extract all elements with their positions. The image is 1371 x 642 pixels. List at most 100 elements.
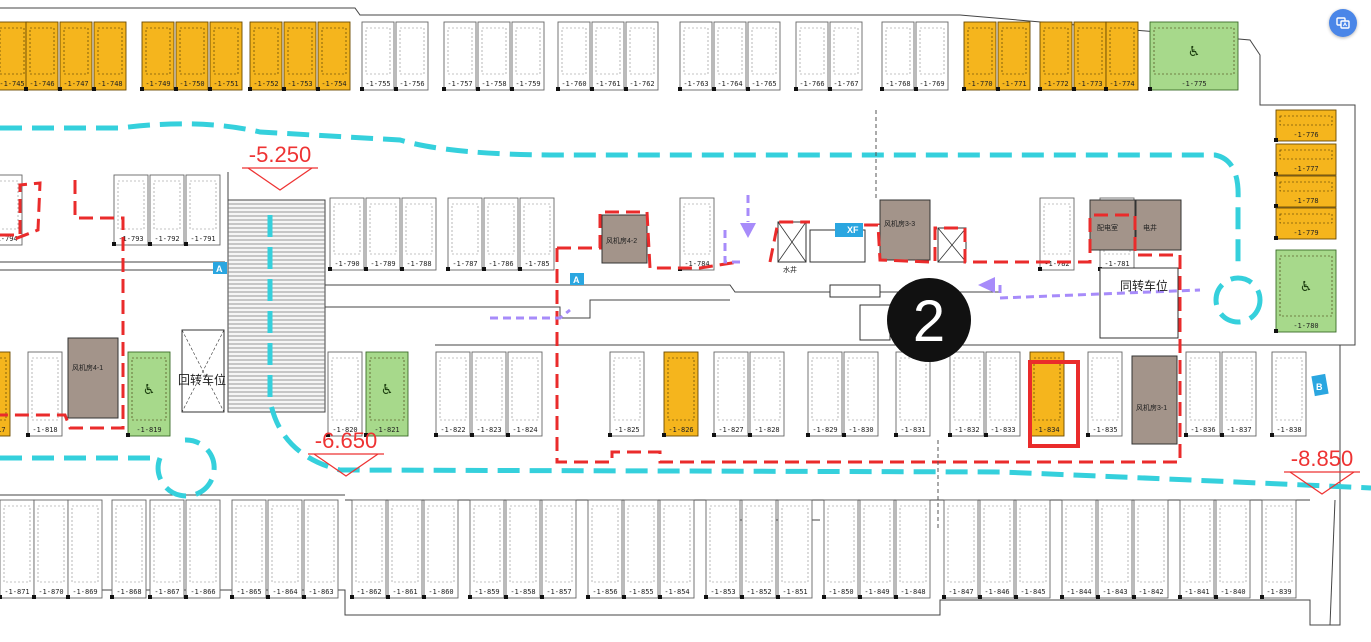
parking-slot[interactable]: -1-749 <box>140 21 175 91</box>
parking-slot[interactable]: -1-866 <box>184 499 221 599</box>
parking-slot[interactable]: -1-848 <box>894 499 931 599</box>
parking-slot[interactable]: -1-840 <box>1214 499 1251 599</box>
parking-slot[interactable]: -1-860 <box>422 499 459 599</box>
parking-slot[interactable]: -1-865 <box>230 499 267 599</box>
parking-slot[interactable]: -1-767 <box>828 21 863 91</box>
parking-slot[interactable]: -1-853 <box>704 499 741 599</box>
parking-slot[interactable]: -1-764 <box>712 21 747 91</box>
parking-slot[interactable]: -1-841 <box>1178 499 1215 599</box>
parking-slot[interactable]: -1-863 <box>302 499 339 599</box>
parking-slot[interactable]: ♿-1-821 <box>364 351 409 437</box>
parking-slot[interactable]: -1-746 <box>24 21 59 91</box>
parking-slot[interactable]: -1-852 <box>740 499 777 599</box>
parking-slot[interactable]: -1-868 <box>110 499 147 599</box>
parking-slot[interactable]: -1-785 <box>518 197 555 271</box>
parking-slot[interactable]: -1-752 <box>248 21 283 91</box>
parking-slot[interactable]: -1-837 <box>1220 351 1257 437</box>
parking-slot[interactable]: -1-861 <box>386 499 423 599</box>
parking-slot[interactable]: -1-755 <box>360 21 395 91</box>
parking-slot[interactable]: -1-770 <box>962 21 997 91</box>
parking-slot[interactable]: -1-753 <box>282 21 317 91</box>
parking-slot[interactable]: -1-867 <box>148 499 185 599</box>
parking-slot[interactable]: -1-779 <box>1274 207 1337 240</box>
parking-slot[interactable]: -1-824 <box>506 351 543 437</box>
parking-slot[interactable]: -1-791 <box>184 174 221 246</box>
parking-slot[interactable]: -1-745 <box>0 21 29 91</box>
parking-slot[interactable]: -1-751 <box>208 21 243 91</box>
parking-slot[interactable]: -1-766 <box>794 21 829 91</box>
parking-slot[interactable]: -1-858 <box>504 499 541 599</box>
parking-slot[interactable]: -1-777 <box>1274 143 1337 176</box>
parking-slot[interactable]: -1-835 <box>1086 351 1123 437</box>
zone-marker[interactable] <box>887 278 971 362</box>
parking-slot[interactable]: -1-832 <box>948 351 985 437</box>
parking-slot[interactable]: -1-794 <box>0 174 23 246</box>
parking-slot[interactable]: -1-831 <box>894 351 931 437</box>
floating-translate-button[interactable] <box>1329 9 1357 37</box>
parking-slot[interactable]: -1-855 <box>622 499 659 599</box>
parking-slot[interactable]: -1-789 <box>364 197 401 271</box>
parking-slot[interactable]: -1-844 <box>1060 499 1097 599</box>
parking-slot[interactable]: -1-793 <box>112 174 149 246</box>
parking-slot[interactable]: -1-761 <box>590 21 625 91</box>
parking-slot[interactable]: -1-788 <box>400 197 437 271</box>
parking-slot[interactable]: -1-771 <box>996 21 1031 91</box>
parking-slot[interactable]: -1-871 <box>0 499 35 599</box>
parking-slot[interactable]: -1-826 <box>662 351 699 437</box>
parking-slot[interactable]: -1-762 <box>624 21 659 91</box>
parking-slot[interactable]: -1-754 <box>316 21 351 91</box>
parking-slot[interactable]: -1-839 <box>1260 499 1297 599</box>
parking-slot[interactable]: -1-760 <box>556 21 591 91</box>
parking-slot[interactable]: -1-758 <box>476 21 511 91</box>
parking-slot[interactable]: -1-845 <box>1014 499 1051 599</box>
parking-slot[interactable]: -1-828 <box>748 351 785 437</box>
parking-slot[interactable]: ♿-1-780 <box>1274 249 1337 333</box>
parking-slot[interactable]: -1-830 <box>842 351 879 437</box>
parking-slot[interactable]: ♿-1-775 <box>1148 21 1239 91</box>
parking-slot[interactable]: -1-774 <box>1104 21 1139 91</box>
parking-slot[interactable]: -1-822 <box>434 351 471 437</box>
parking-slot[interactable]: -1-869 <box>66 499 103 599</box>
parking-slot[interactable]: -1-782 <box>1038 197 1075 271</box>
parking-slot[interactable]: -1-870 <box>32 499 69 599</box>
parking-slot[interactable]: -1-833 <box>984 351 1021 437</box>
parking-slot[interactable]: -1-854 <box>658 499 695 599</box>
parking-slot[interactable]: -1-765 <box>746 21 781 91</box>
parking-slot[interactable]: -1-829 <box>806 351 843 437</box>
parking-slot[interactable]: -1-825 <box>608 351 645 437</box>
parking-slot[interactable]: -1-787 <box>446 197 483 271</box>
parking-slot[interactable]: -1-849 <box>858 499 895 599</box>
parking-slot[interactable]: -1-776 <box>1274 109 1337 142</box>
parking-slot[interactable]: -1-838 <box>1270 351 1307 437</box>
parking-slot[interactable]: -1-786 <box>482 197 519 271</box>
parking-slot[interactable]: -1-820 <box>326 351 363 437</box>
parking-slot[interactable]: -1-750 <box>174 21 209 91</box>
parking-slot[interactable]: -1-862 <box>350 499 387 599</box>
parking-slot[interactable]: -1-823 <box>470 351 507 437</box>
parking-slot[interactable]: -1-842 <box>1132 499 1169 599</box>
parking-slot[interactable]: -1-756 <box>394 21 429 91</box>
parking-slot[interactable]: -1-778 <box>1274 175 1337 208</box>
parking-slot[interactable]: -1-859 <box>468 499 505 599</box>
parking-slot[interactable]: -1-851 <box>776 499 813 599</box>
parking-slot[interactable]: -1-834 <box>1028 351 1065 437</box>
parking-slot[interactable]: -1-850 <box>822 499 859 599</box>
parking-slot[interactable]: -1-818 <box>26 351 63 437</box>
parking-slot[interactable]: -1-757 <box>442 21 477 91</box>
parking-slot[interactable]: -1-790 <box>328 197 365 271</box>
parking-slot[interactable]: -1-846 <box>978 499 1015 599</box>
parking-slot[interactable]: -1-769 <box>914 21 949 91</box>
parking-slot[interactable]: -1-817 <box>0 351 11 437</box>
parking-slot[interactable]: -1-747 <box>58 21 93 91</box>
parking-slot[interactable]: -1-827 <box>712 351 749 437</box>
parking-slot[interactable]: -1-763 <box>678 21 713 91</box>
parking-slot[interactable]: -1-857 <box>540 499 577 599</box>
parking-slot[interactable]: -1-748 <box>92 21 127 91</box>
parking-slot[interactable]: -1-772 <box>1038 21 1073 91</box>
parking-slot[interactable]: -1-847 <box>942 499 979 599</box>
parking-slot[interactable]: -1-784 <box>678 197 715 271</box>
parking-slot[interactable]: -1-843 <box>1096 499 1133 599</box>
parking-slot[interactable]: -1-768 <box>880 21 915 91</box>
parking-slot[interactable]: -1-856 <box>586 499 623 599</box>
